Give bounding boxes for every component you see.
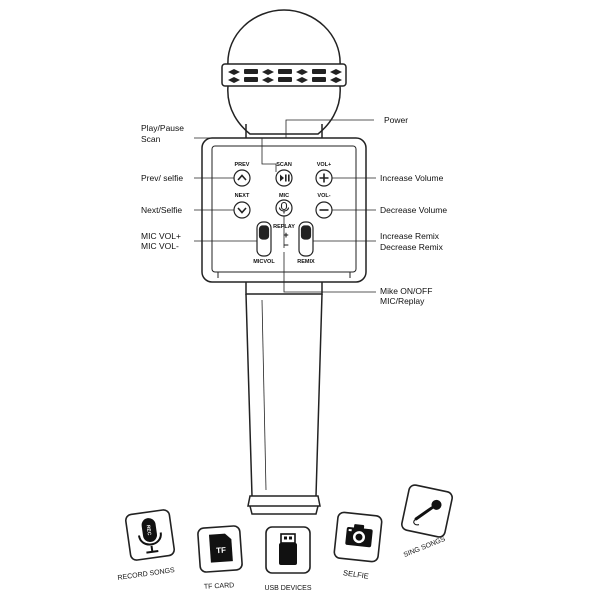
plus-icon bbox=[319, 173, 329, 183]
feature-tf-card: TF TF CARD bbox=[197, 525, 243, 591]
singing-mic-icon bbox=[401, 484, 453, 538]
mic-neck bbox=[245, 124, 323, 138]
callout-mic-vol-minus: MIC VOL- bbox=[141, 241, 179, 251]
panel-minus-sign: − bbox=[283, 240, 288, 250]
callout-next-selfie: Next/Selfie bbox=[141, 205, 182, 215]
panel-label-scan: SCAN bbox=[276, 162, 292, 168]
scan-play-pause-button[interactable] bbox=[275, 169, 293, 187]
body-trim bbox=[217, 272, 351, 278]
microphone-icon bbox=[278, 201, 290, 214]
feature-selfie: SELFIE bbox=[333, 511, 383, 581]
rec-badge: REC bbox=[145, 525, 152, 537]
next-button[interactable] bbox=[233, 201, 251, 219]
callout-scan: Scan bbox=[141, 134, 161, 144]
feature-label-selfie: SELFIE bbox=[343, 568, 370, 581]
callout-mic-vol-plus: MIC VOL+ bbox=[141, 231, 181, 241]
callout-mic-replay: MIC/Replay bbox=[380, 296, 425, 306]
callout-lines bbox=[194, 119, 376, 293]
panel-label-vol-minus: VOL- bbox=[317, 193, 330, 199]
feature-label-sing-songs: SING SONGS bbox=[403, 536, 447, 559]
tf-badge: TF bbox=[216, 546, 226, 556]
callout-decrease-volume: Decrease Volume bbox=[380, 205, 447, 215]
remix-slider-knob[interactable] bbox=[300, 225, 312, 240]
callout-power: Power bbox=[384, 115, 408, 125]
callout-increase-remix: Increase Remix bbox=[380, 231, 440, 241]
mic-replay-button[interactable] bbox=[275, 199, 293, 217]
volume-down-button[interactable] bbox=[315, 201, 333, 219]
handle-shaft bbox=[245, 293, 323, 497]
panel-plus-sign: + bbox=[283, 230, 288, 240]
callout-play-pause: Play/Pause bbox=[141, 123, 184, 133]
handle-collar bbox=[245, 282, 323, 295]
callout-mike-on-off: Mike ON/OFF bbox=[380, 286, 432, 296]
mic-band-pattern bbox=[228, 69, 342, 83]
feature-label-tf-card: TF CARD bbox=[204, 582, 235, 591]
feature-icons: REC RECORD SONGS TF TF CARD bbox=[117, 484, 453, 592]
handle-highlight bbox=[261, 299, 267, 491]
panel-label-remix: REMIX bbox=[297, 259, 315, 265]
feature-label-record-songs: RECORD SONGS bbox=[117, 567, 175, 582]
usb-drive-icon bbox=[265, 526, 311, 574]
camera-icon bbox=[333, 511, 383, 563]
panel-label-vol-plus: VOL+ bbox=[317, 162, 332, 168]
callout-increase-volume: Increase Volume bbox=[380, 173, 444, 183]
mic-handle bbox=[245, 282, 323, 515]
mic-volume-slider-knob[interactable] bbox=[258, 225, 270, 240]
feature-usb-devices: USB DEVICES bbox=[264, 526, 312, 592]
mic-head bbox=[221, 9, 347, 138]
callout-decrease-remix: Decrease Remix bbox=[380, 242, 444, 252]
panel-label-prev: PREV bbox=[235, 162, 250, 168]
panel-label-micvol: MICVOL bbox=[253, 259, 275, 265]
remix-slider[interactable] bbox=[298, 221, 314, 257]
handle-base-ring bbox=[247, 495, 321, 507]
volume-up-button[interactable] bbox=[315, 169, 333, 187]
mic-grille-bottom bbox=[227, 85, 341, 135]
mic-band bbox=[221, 63, 347, 87]
prev-button[interactable] bbox=[233, 169, 251, 187]
play-pause-icon bbox=[280, 174, 290, 182]
mic-grille-top bbox=[227, 9, 341, 67]
tf-card-icon: TF bbox=[197, 525, 243, 573]
handle-base bbox=[249, 505, 319, 515]
feature-record-songs: REC RECORD SONGS bbox=[117, 509, 176, 582]
panel-label-next: NEXT bbox=[235, 193, 250, 199]
mic-volume-slider[interactable] bbox=[256, 221, 272, 257]
feature-sing-songs: SING SONGS bbox=[401, 484, 453, 559]
chevron-down-icon bbox=[237, 207, 247, 214]
feature-label-usb-devices: USB DEVICES bbox=[264, 585, 311, 592]
record-mic-icon: REC bbox=[124, 509, 176, 561]
callout-prev-selfie: Prev/ selfie bbox=[141, 173, 183, 183]
panel-label-mic: MIC bbox=[279, 193, 289, 199]
chevron-up-icon bbox=[237, 174, 247, 181]
